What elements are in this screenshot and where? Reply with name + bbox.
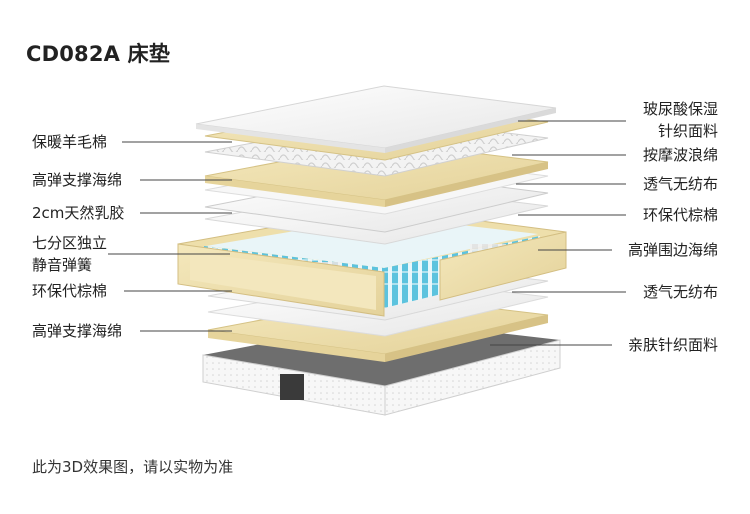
layer-top-fabric: [195, 85, 557, 153]
label-nonwoven-lower: 透气无纺布: [642, 283, 718, 301]
leader-lines: [108, 120, 626, 346]
label-wave-foam: 按摩波浪绵: [642, 146, 718, 164]
label-hyaluronic-fabric: 玻尿酸保湿 针织面料: [642, 100, 718, 140]
label-pocket-springs: 七分区独立 静音弹簧: [32, 234, 108, 274]
label-palm-fibre-right: 环保代棕棉: [642, 206, 718, 224]
disclaimer-note: 此为3D效果图，请以实物为准: [32, 458, 234, 476]
brand-tag: [280, 374, 304, 400]
label-nonwoven-upper: 透气无纺布: [642, 175, 718, 193]
page-title: CD082A 床垫: [26, 42, 171, 66]
label-edge-foam: 高弹围边海绵: [627, 241, 718, 259]
label-wool: 保暖羊毛棉: [32, 133, 108, 151]
label-latex: 2cm天然乳胶: [32, 204, 125, 222]
label-knit-fabric: 亲肤针织面料: [627, 336, 718, 354]
label-support-foam-upper: 高弹支撑海绵: [32, 171, 123, 189]
label-palm-fibre-left: 环保代棕棉: [32, 282, 108, 300]
label-support-foam-lower: 高弹支撑海绵: [32, 322, 123, 340]
